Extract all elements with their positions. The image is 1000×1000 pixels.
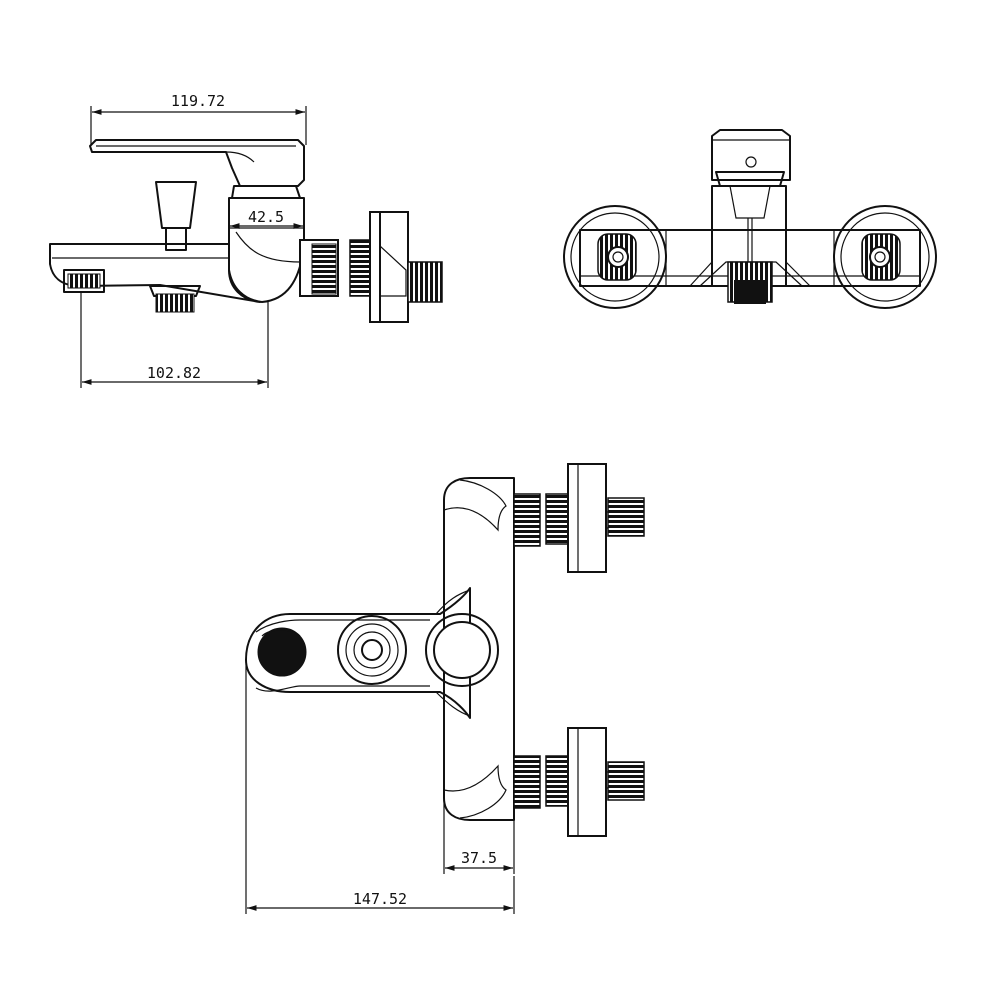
dimension-side-top-width: 119.72: [90, 92, 307, 145]
plan-aerator: [257, 627, 307, 677]
spout: [49, 243, 261, 303]
side-view: 119.72 42.5: [49, 92, 443, 388]
body-nut: [299, 239, 339, 297]
dimension-side-spout-reach: 102.82: [80, 292, 269, 388]
aerator: [63, 269, 105, 293]
front-handle: [711, 129, 791, 181]
plan-lower-connector: [513, 727, 645, 837]
right-inlet-nut: [861, 233, 901, 281]
plan-handle-ring: [425, 613, 499, 687]
plan-view: 37.5 147.52: [245, 463, 645, 914]
dimension-label-42-5: 42.5: [248, 208, 284, 226]
front-view: [563, 129, 937, 309]
dimension-label-37-5: 37.5: [461, 849, 497, 867]
dimension-label-147-52: 147.52: [353, 890, 407, 908]
plan-diverter: [337, 615, 407, 685]
handle-neck: [231, 185, 301, 199]
plan-upper-connector: [513, 463, 645, 573]
mixer-handle: [89, 139, 305, 187]
dimension-plan-inlet-offset: 37.5: [443, 800, 515, 874]
left-inlet-nut: [597, 233, 637, 281]
front-shower-outlet: [727, 261, 773, 304]
dimension-label-102-82: 102.82: [147, 364, 201, 382]
front-valve-tower: [689, 171, 811, 290]
eccentric-connector: [349, 211, 443, 323]
shower-outlet: [149, 285, 201, 313]
dimension-label-119-72: 119.72: [171, 92, 225, 110]
dimension-plan-total-length: 147.52: [245, 664, 515, 914]
diverter-knob: [155, 181, 197, 251]
